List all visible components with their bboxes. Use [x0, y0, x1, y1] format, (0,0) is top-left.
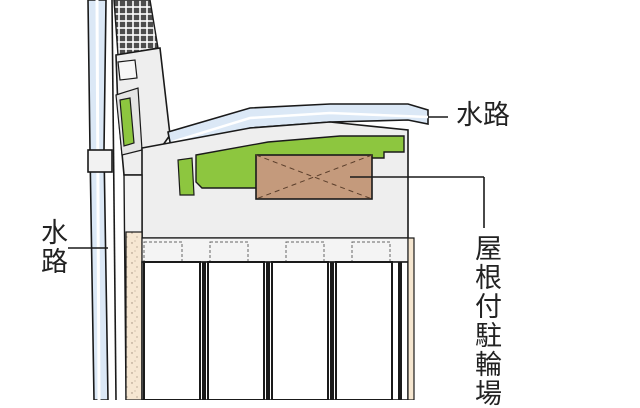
waterway-bridge	[87, 149, 113, 173]
left-waterway	[87, 0, 117, 400]
planting-top	[195, 135, 405, 189]
sand-strip	[125, 231, 143, 400]
label-covered-bike-parking: 屋根付駐輪場	[470, 234, 501, 408]
label-waterway-left: 水路	[36, 218, 67, 276]
label-waterway-right: 水路	[456, 100, 510, 131]
planting-left	[119, 97, 135, 147]
paving-block-area	[113, 0, 159, 56]
parking-bays	[141, 237, 409, 400]
leader-lines	[68, 176, 485, 249]
right-boundary	[407, 237, 415, 400]
planting-small	[177, 157, 195, 196]
